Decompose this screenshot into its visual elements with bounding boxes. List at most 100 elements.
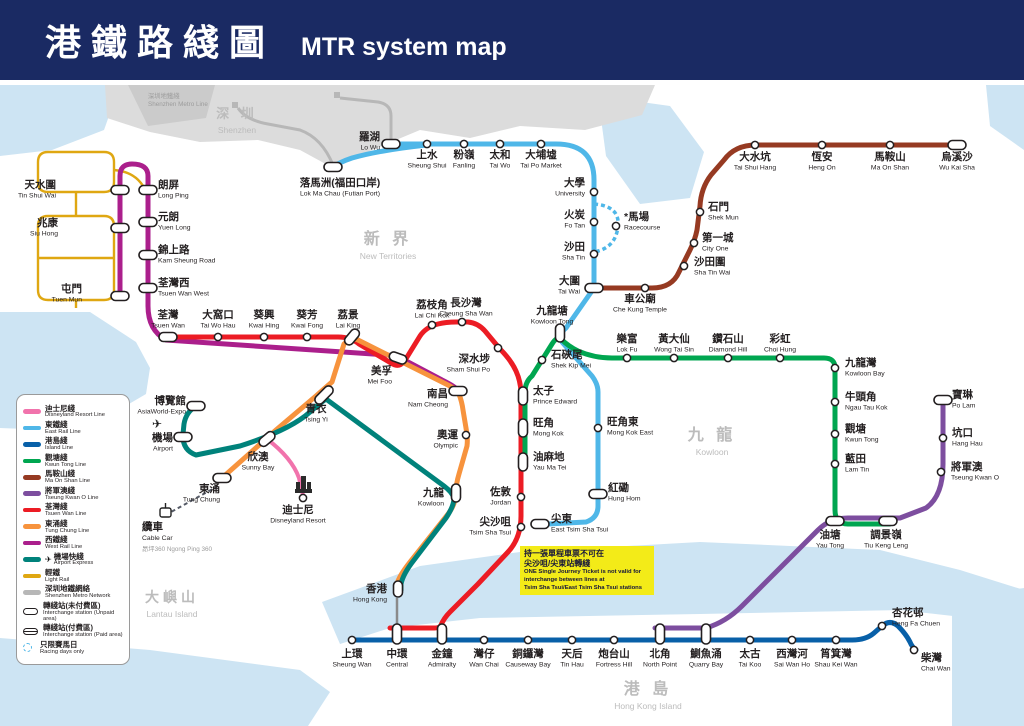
station-label-zh-mong-kok-east: 旺角東 (607, 415, 639, 428)
station-marker-east-tsim-sha-tsui (530, 518, 550, 530)
station-label-zh-quarry-bay: 鰂魚涌 (689, 647, 722, 660)
station-label-en-tsim-sha-tsui: Tsim Sha Tsui (469, 530, 511, 537)
legend-color-swatch (23, 590, 41, 595)
station-label-en-ma-on-shan: Ma On Shan (871, 165, 909, 172)
legend-color-swatch (23, 442, 41, 447)
station-label-zh-city-one: 第一城 (702, 231, 734, 244)
line-island (349, 620, 919, 653)
station-label-en-sheung-shui: Sheung Shui (408, 163, 447, 170)
station-label-en-lam-tin: Lam Tin (845, 467, 869, 474)
station-label-en-sha-tin-wai: Sha Tin Wai (694, 270, 731, 277)
station-marker-jordan (516, 492, 526, 502)
station-label-en-airport: Airport (153, 446, 173, 453)
station-label-en-tai-koo: Tai Koo (739, 662, 762, 669)
station-label-zh-lam-tin: 藍田 (845, 452, 866, 465)
station-label-zh-kwai-fong: 葵芳 (297, 308, 318, 321)
station-label-zh-yau-tong: 油塘 (820, 528, 841, 541)
legend-color-swatch (23, 409, 41, 414)
station-label-en-che-kung-temple: Che Kung Temple (613, 307, 667, 314)
station-marker-airport (173, 431, 193, 443)
station-label-zh-po-lam: 寶琳 (952, 388, 973, 401)
station-marker-kwai-hing (259, 332, 269, 342)
station-label-zh-tai-wai: 大圍 (559, 274, 580, 287)
station-label-en-tiu-keng-leng: Tiu Keng Leng (864, 543, 908, 550)
station-marker-mong-kok-east (593, 423, 603, 433)
station-label-zh-heng-fa-chuen: 杏花邨 (891, 606, 924, 619)
station-label-en-quarry-bay: Quarry Bay (689, 662, 724, 669)
station-marker-tai-wo (495, 139, 505, 149)
station-marker-sheung-wan (347, 635, 357, 645)
station-label-zh-prince-edward: 太子 (532, 384, 554, 397)
legend-label-zh: 深圳地鐵網絡 (45, 584, 90, 594)
station-marker-tsuen-wan (158, 331, 178, 343)
station-label-en-tsing-yi: Tsing Yi (304, 417, 328, 424)
station-label-en-university: University (555, 191, 585, 198)
legend-label-en: Light Rail (45, 576, 70, 583)
station-marker-yau-ma-tei (517, 452, 529, 472)
station-label-zh-mei-foo: 美孚 (371, 364, 392, 377)
station-label-zh-sunny-bay: 欣澳 (248, 450, 269, 463)
station-label-zh-mong-kok: 旺角 (533, 416, 554, 429)
legend-label-en: Shenzhen Metro Network (45, 593, 111, 600)
station-marker-tai-po-market (536, 139, 546, 149)
disneyland-castle-icon (301, 476, 306, 491)
station-marker-fortress-hill (609, 635, 619, 645)
station-label-en-heng-on: Heng On (808, 165, 835, 172)
station-marker-disneyland-resort (298, 493, 308, 503)
station-label-zh-cheung-sha-wan: 長沙灣 (450, 296, 482, 309)
station-label-en-tai-wo: Tai Wo (490, 163, 511, 170)
station-marker-lam-tin (830, 459, 840, 469)
station-label-zh-sheung-wan: 上環 (342, 647, 363, 660)
legend-label-zh: 港島綫 (45, 436, 68, 446)
station-marker-tai-koo (745, 635, 755, 645)
station-label-en-kwun-tong: Kwun Tong (845, 437, 879, 444)
station-label-en-shau-kei-wan: Shau Kei Wan (814, 662, 857, 669)
station-label-en-tai-wai: Tai Wai (558, 289, 581, 296)
legend-label-zh: 機場快綫 (53, 551, 84, 561)
station-marker-sunny-bay (258, 430, 276, 448)
station-label-zh-tsuen-wan: 荃灣 (158, 308, 179, 321)
station-label-zh-wu-kai-sha: 烏溪沙 (941, 150, 973, 163)
legend-item-text: 轉綫站(付費區)Interchange station (Paid area) (43, 624, 123, 638)
capsule-unpaid-icon (23, 608, 38, 616)
station-marker-lo-wu (381, 138, 401, 150)
station-marker-asiaworld-expo (186, 400, 206, 412)
line-disneyland (265, 437, 305, 497)
station-label-zh-shek-mun: 石門 (707, 201, 729, 213)
station-marker-city-one (689, 238, 699, 248)
dashed-icon (23, 643, 32, 653)
station-label-zh-tai-po-market: 大埔墟 (525, 148, 557, 161)
station-marker-wong-tai-sin (669, 353, 679, 363)
station-label-zh-hang-hau: 坑口 (952, 426, 973, 439)
station-label-zh-yau-ma-tei: 油麻地 (533, 450, 565, 463)
station-label-en-sheung-wan: Sheung Wan (332, 662, 371, 669)
station-label-zh-fanling: 粉嶺 (454, 148, 475, 161)
station-marker-shau-kei-wan (831, 635, 841, 645)
station-label-zh-kowloon-bay: 九龍灣 (844, 356, 877, 369)
station-label-zh-fo-tan: 火炭 (564, 208, 585, 221)
station-label-zh-choi-hung: 彩虹 (769, 332, 791, 345)
legend-color-swatch (23, 491, 41, 496)
legend-label-zh: 馬鞍山綫 (45, 469, 75, 479)
station-label-zh-disneyland-resort: 迪士尼 (282, 503, 314, 516)
station-marker-yau-tong (825, 515, 845, 527)
station-label-zh-racecourse: *馬場 (624, 210, 650, 223)
shenzhen-metro-station (232, 102, 238, 108)
station-marker-che-kung-temple (640, 283, 650, 293)
station-marker-kam-sheung-road (138, 249, 158, 261)
line-ma-on-shan (591, 142, 960, 291)
